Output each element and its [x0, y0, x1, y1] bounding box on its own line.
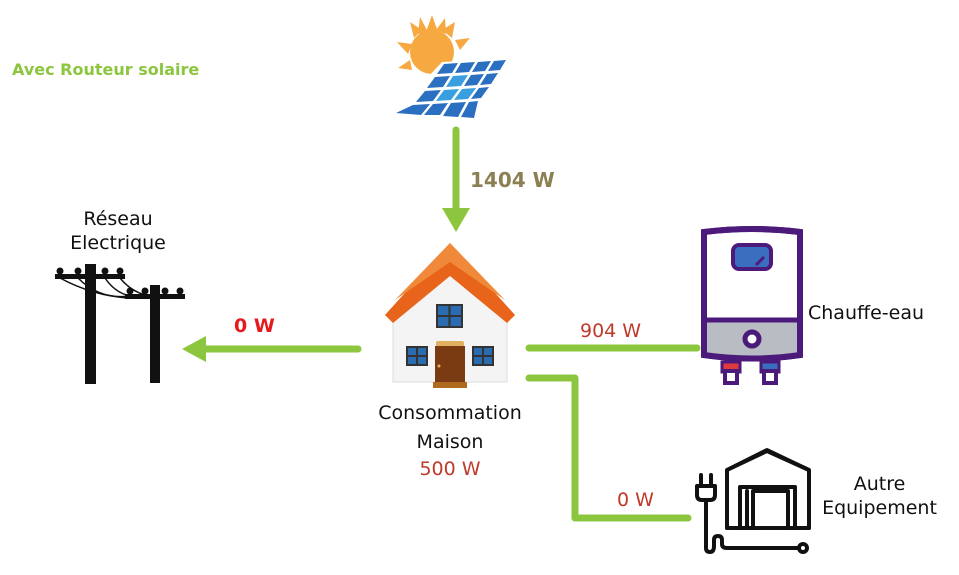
solar-panel-icon	[394, 15, 507, 120]
grid-label-line1: Réseau	[83, 208, 153, 230]
grid-label-line2: Electrique	[70, 232, 166, 254]
house-consumption-value: 500 W	[419, 458, 481, 480]
water-heater-icon	[701, 226, 803, 385]
flow-lines	[202, 126, 701, 522]
other-equipment-label: Autre Equipement	[812, 472, 947, 520]
other-label-line1: Autre	[853, 473, 906, 495]
house-label: Consommation Maison	[350, 399, 550, 457]
other-label-line2: Equipement	[822, 497, 937, 519]
grid-flow-value: 0 W	[234, 315, 275, 337]
house-label-line2: Maison	[416, 431, 484, 453]
arrow-left-icon	[182, 336, 206, 362]
house-to-other-line	[525, 374, 692, 522]
arrow-down-icon	[442, 208, 470, 232]
house-label-line1: Consommation	[378, 402, 522, 424]
diagram-title: Avec Routeur solaire	[12, 60, 200, 79]
grid-label: Réseau Electrique	[48, 207, 188, 255]
solar-flow-value: 1404 W	[470, 168, 555, 192]
heater-flow-value: 904 W	[580, 320, 642, 342]
heater-label: Chauffe-eau	[808, 302, 925, 324]
power-pole-icon	[55, 264, 185, 384]
plug-house-icon	[695, 448, 811, 554]
house-icon	[385, 243, 515, 388]
other-equipment-flow-value: 0 W	[617, 489, 654, 511]
